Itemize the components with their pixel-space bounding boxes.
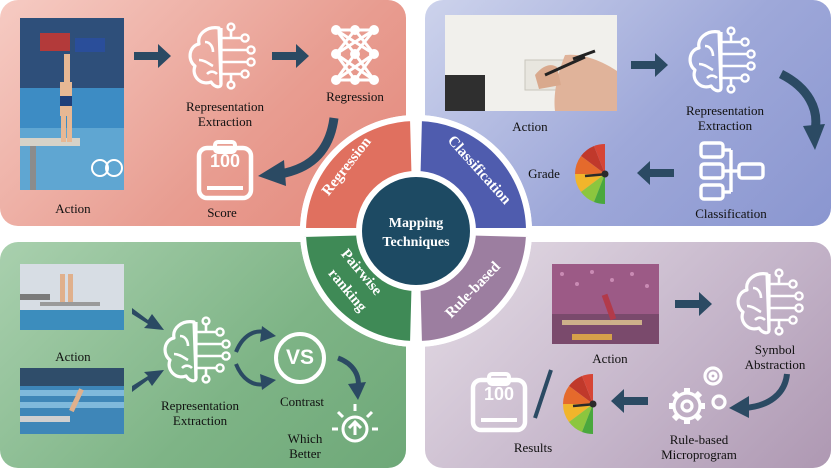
rep-line1: Representation [161,398,239,413]
arrow-right-icon [631,53,668,77]
representation-extraction-label: Representation Extraction [150,398,250,428]
hierarchy-icon [699,141,765,201]
curved-arrow-up-icon [234,326,276,353]
brain-icon [188,21,257,91]
curved-arrow-down-icon [778,69,825,150]
vs-icon [274,332,326,384]
curved-arrow-icon [258,117,339,186]
arrow-left-icon [611,389,648,413]
neural-network-icon [331,25,379,85]
brain-icon [736,268,805,336]
action-label: Action [512,119,548,134]
curved-arrow-icon [729,373,790,418]
gears-icon [669,366,727,424]
action-photo-synchro-bottom [20,368,124,434]
action-photo-diver [20,18,124,190]
action-label: Action [55,201,91,216]
representation-extraction-label: Representation Extraction [675,103,775,133]
score-value: 100 [209,151,241,171]
rep-line2: Extraction [197,114,253,129]
action-label: Action [592,351,628,366]
arrow-diag-down-icon [132,308,164,330]
action-photo-gymnast [552,264,659,344]
representation-extraction-label: Representation Extraction [175,99,275,129]
rep-line1: Representation [686,103,764,118]
score-label: Score [207,205,237,220]
arrow-diag-up-icon [132,370,164,392]
center-title-line2: Techniques [382,235,450,250]
vs-text: VS [285,346,314,369]
regression-label: Regression [326,89,384,104]
rule-microprogram-label: Rule-based Microprogram [649,432,749,462]
results-gauge-icon [561,372,598,436]
rep-line2: Extraction [172,413,228,428]
rule-line1: Rule-based [669,432,729,447]
results-value: 100 [483,384,515,404]
symbol-abstraction-label: Symbol Abstraction [725,342,825,372]
brain-icon [163,316,232,384]
classification-label: Classification [695,206,767,221]
rule-line2: Microprogram [661,447,737,462]
slash-divider [533,369,553,419]
curved-arrow-icon [337,355,366,400]
rep-line2: Extraction [697,118,753,133]
which-better-label: Which Better [280,431,330,461]
arrow-right-icon [675,292,712,316]
action-photo-writing [445,15,617,111]
symbol-line1: Symbol [754,342,796,357]
center-title-line1: Mapping [389,216,443,231]
regression-panel: Action Representation Extraction Regress… [0,0,406,226]
mapping-techniques-hub: Regression Classification Pairwise ranki… [299,114,533,348]
grade-label: Grade [528,166,560,181]
action-label: Action [55,349,91,364]
arrow-right-icon [272,44,309,68]
brain-icon [688,25,757,95]
lightbulb-up-icon [332,404,378,443]
arrow-left-icon [637,161,674,185]
results-label: Results [513,440,553,455]
action-photo-synchro-top [20,264,124,330]
which-line2: Better [289,446,321,461]
which-line1: Which [287,431,323,446]
grade-gauge-icon [573,142,610,206]
contrast-label: Contrast [279,394,325,409]
rule-based-panel: Action Symbol Abstraction Rule-based [425,242,831,468]
curved-arrow-down-icon [234,363,276,390]
arrow-right-icon [134,44,171,68]
pairwise-panel: Action Representation Extraction VS Cont… [0,242,406,468]
rep-line1: Representation [186,99,264,114]
symbol-line2: Abstraction [744,357,806,372]
